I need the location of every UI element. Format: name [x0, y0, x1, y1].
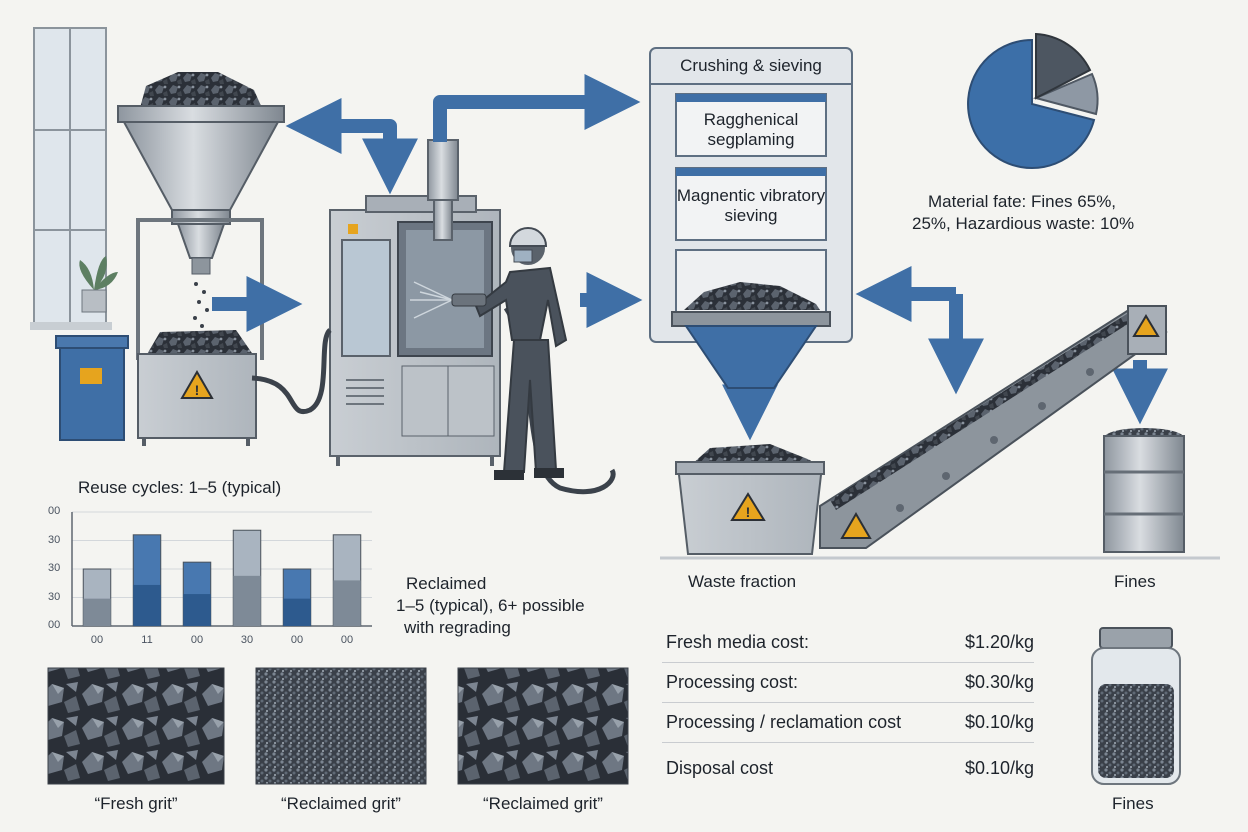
window [30, 27, 112, 330]
cost-row: Disposal cost $0.10/kg [662, 748, 1034, 788]
x-tick-label: 11 [141, 634, 153, 646]
process-box [649, 47, 853, 389]
grit-caption-2: “Reclaimed grit” [281, 794, 401, 813]
fines-jar [1091, 627, 1181, 785]
material-fate-line1: Material fate: Fines 65%, [928, 192, 1117, 211]
cost-label: Processing / reclamation cost [666, 712, 902, 732]
y-tick-label: 30 [48, 562, 61, 574]
fines-barrel [1103, 428, 1185, 553]
cost-value: $0.10/kg [964, 758, 1034, 778]
stage-label-2: Magnentic vibratory sieving [676, 186, 826, 225]
x-tick-label: 00 [290, 634, 304, 646]
hopper [117, 72, 285, 360]
process-box-title: Crushing & sieving [680, 56, 822, 75]
bar-segment [183, 594, 211, 626]
fines-barrel-label: Fines [1114, 572, 1156, 591]
y-tick-label: 30 [48, 590, 61, 603]
reuse-chart [71, 511, 372, 627]
y-tick-label: 00 [48, 619, 61, 631]
x-tick-label: 00 [190, 634, 204, 646]
material-fate-pie [967, 32, 1099, 169]
cost-value: $1.20/kg [964, 632, 1034, 652]
bar-segment [133, 584, 161, 626]
y-tick-label: 30 [48, 533, 61, 546]
spray [410, 281, 453, 319]
x-tick-label: 00 [90, 634, 104, 646]
cost-label: Processing cost: [666, 672, 799, 692]
waste-fraction-label: Waste fraction [688, 572, 797, 591]
worker [451, 227, 568, 480]
cost-value: $0.10/kg [964, 712, 1034, 732]
conveyor [660, 305, 1220, 560]
collection-bin: ! [137, 330, 257, 446]
material-fate-line2: 25%, Hazardious waste: 10% [912, 214, 1135, 233]
reuse-note-1: Reclaimed [406, 574, 487, 593]
grit-caption-3: “Reclaimed grit” [483, 794, 603, 813]
blast-cabinet [329, 139, 501, 466]
cost-row: Processing / reclamation cost $0.10/kg [662, 702, 1034, 743]
bar-segment [333, 580, 361, 626]
plant-icon [79, 256, 118, 313]
y-tick-label: 00 [48, 505, 61, 517]
reuse-heading: Reuse cycles: 1–5 (typical) [78, 478, 282, 497]
cost-row: Fresh media cost: $1.20/kg [662, 622, 1034, 663]
reuse-note-3: with regrading [404, 618, 511, 637]
svg-text:!: ! [746, 504, 751, 520]
x-tick-label: 00 [340, 634, 354, 646]
bar-segment [83, 598, 111, 626]
grit-caption-1: “Fresh grit” [94, 794, 178, 813]
svg-text:!: ! [195, 382, 200, 398]
cost-row: Processing cost: $0.30/kg [662, 662, 1034, 703]
cost-value: $0.30/kg [964, 672, 1034, 692]
grit-samples [47, 667, 629, 785]
bar-segment [233, 575, 261, 626]
cost-label: Fresh media cost: [666, 632, 810, 652]
x-tick-label: 30 [240, 634, 254, 646]
blue-bin [55, 335, 129, 441]
bar-segment [283, 598, 311, 626]
cost-label: Disposal cost [666, 758, 774, 778]
stage-label-1: Ragghenical segplaming [703, 110, 799, 149]
reuse-note-2: 1–5 (typical), 6+ possible [396, 596, 585, 615]
fines-jar-label: Fines [1112, 794, 1154, 813]
waste-bin: ! [675, 444, 825, 555]
